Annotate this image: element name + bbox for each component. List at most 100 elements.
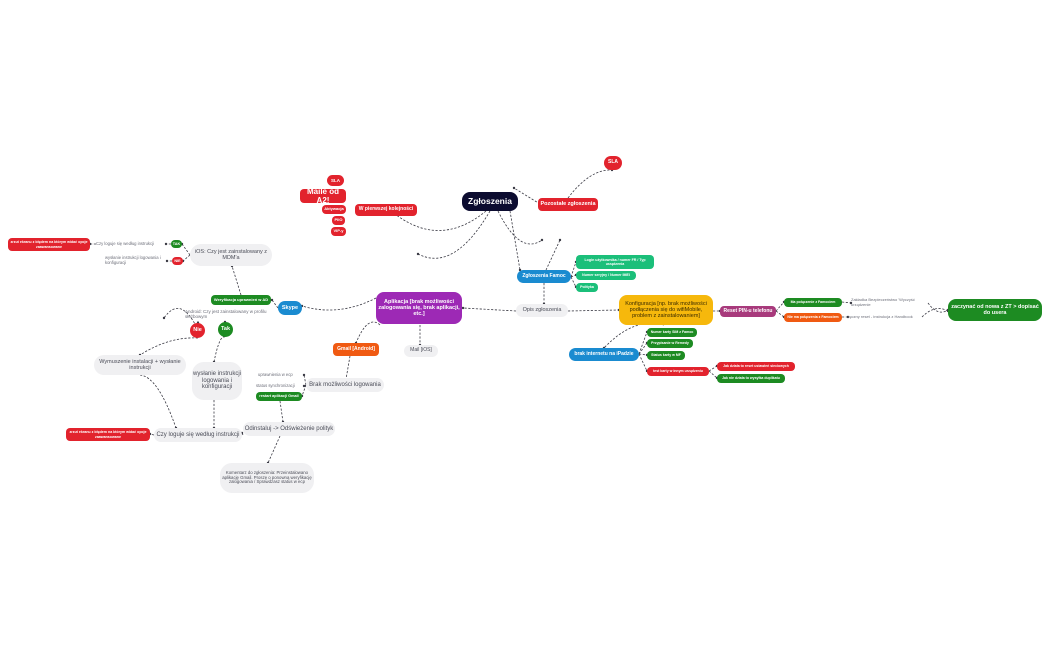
node-jak-nie-dziala[interactable]: Jak nie działa to wysyłka duplikatu xyxy=(717,374,785,383)
node-sla-left[interactable]: SLA xyxy=(327,175,344,186)
connector-line xyxy=(708,365,718,372)
connector-line xyxy=(213,336,226,363)
node-komentarz[interactable]: Komentarz do zgłoszenia: Przeinstalowano… xyxy=(220,463,314,493)
connector-dot xyxy=(162,316,166,320)
node-zaczynac[interactable]: zaczynać od nowa z ZT > dopisać do usera xyxy=(948,299,1042,321)
node-tak-small[interactable]: TAK xyxy=(171,240,182,248)
connector-dot xyxy=(164,242,168,246)
node-nie-big[interactable]: Nie xyxy=(190,323,205,338)
connector-line xyxy=(231,265,242,296)
node-konfiguracja[interactable]: Konfiguracja [np. brak możliwości podłąc… xyxy=(619,295,713,325)
node-czy-loguje-bottom[interactable]: Czy loguje się według instrukcji xyxy=(154,428,242,442)
connector-dot xyxy=(165,259,169,263)
connector-line xyxy=(181,243,191,256)
node-pozostale[interactable]: Pozostałe zgłoszenia xyxy=(538,198,598,211)
node-maile-a2[interactable]: Maile od A2! xyxy=(300,189,346,203)
connector-line xyxy=(417,210,491,259)
node-weryfikacja[interactable]: Weryfikacja uprawnień w AD xyxy=(211,295,271,305)
connector-line xyxy=(355,321,381,344)
connector-dot xyxy=(302,373,306,377)
node-uprawnienia[interactable]: uprawnienia w ecp xyxy=(258,371,293,377)
node-skype[interactable]: Skype xyxy=(278,301,302,315)
node-reczny-reset[interactable]: ręczny reset - instrukcja z Handbook xyxy=(848,313,913,319)
connector-dot xyxy=(846,315,850,319)
connector-line xyxy=(708,370,718,379)
connector-line xyxy=(570,261,577,278)
node-restart-gmail[interactable]: restart aplikacji Gmail xyxy=(256,392,302,401)
node-w-pierwszej[interactable]: W pierwszej kolejności xyxy=(355,204,417,216)
node-przypisanie[interactable]: Przypisanie w Remedy xyxy=(647,339,693,348)
node-wyslanie-mid[interactable]: wysłanie instrukcji logowania i konfigur… xyxy=(192,362,242,400)
node-wyslanie-top[interactable]: wysłanie instrukcji logowania i konfigur… xyxy=(105,255,161,265)
node-brak-logowania[interactable]: Brak możliwości logowania xyxy=(306,378,384,392)
connector-line xyxy=(513,187,541,205)
node-status-karty[interactable]: Status karty w MF xyxy=(647,351,685,360)
node-odinstaluj[interactable]: Odinstaluj -> Odświeżenie polityk xyxy=(243,422,335,436)
node-ios-question[interactable]: iOS: Czy jest zainstalowany z MDM'a xyxy=(190,244,272,266)
connector-line xyxy=(149,433,155,436)
node-wymuszenie[interactable]: Wymuszenie instalacji + wysłanie instruk… xyxy=(94,355,186,375)
node-ma-polaczenie[interactable]: Ma połączenie z Famociem xyxy=(784,298,842,307)
connector-line xyxy=(570,276,577,288)
connector-dot xyxy=(558,238,562,242)
node-vip[interactable]: VIP-y xyxy=(331,227,346,236)
node-reset-pin[interactable]: Reset PIN-u telefonu xyxy=(720,306,776,317)
node-zrzut-bottom[interactable]: zrzut ekranu z błędem na którym widać op… xyxy=(66,428,150,441)
connector-dot xyxy=(461,306,465,310)
connector-line xyxy=(841,301,852,304)
connector-line xyxy=(301,384,307,397)
node-czy-loguje-top[interactable]: Czy loguje się według instrukcji xyxy=(96,241,154,247)
node-polityka[interactable]: Polityka xyxy=(576,283,598,292)
connector-line xyxy=(567,309,620,312)
node-nie-ma-polaczenia[interactable]: Nie ma połączenia z Famociem xyxy=(784,313,842,322)
connector-line xyxy=(638,342,648,355)
connector-line xyxy=(279,400,284,423)
node-aktywacja[interactable]: Aktywacja xyxy=(322,205,346,214)
node-zgloszenia-famoc[interactable]: Zgłoszenia Famoc xyxy=(517,270,571,283)
connector-dot xyxy=(540,238,544,242)
connector-line xyxy=(921,308,949,318)
node-zgloszenia[interactable]: Zgłoszenia xyxy=(462,192,518,211)
connector-line xyxy=(301,297,377,311)
node-tak-big[interactable]: Tak xyxy=(218,322,233,337)
connector-line xyxy=(389,209,487,231)
connector-dot xyxy=(512,186,516,190)
connector-dot xyxy=(270,298,274,302)
connector-line xyxy=(545,239,561,271)
node-login-uzytkownika[interactable]: Login użytkownika / numer FR / Typ urząd… xyxy=(576,255,654,269)
node-status-sync[interactable]: status synchronizacji xyxy=(256,382,295,388)
node-numer-seryjny[interactable]: Numer seryjny / Numer IMEI xyxy=(576,271,636,280)
node-brak-internetu[interactable]: brak internetu na iPadzie xyxy=(569,348,639,361)
connector-line xyxy=(638,331,648,355)
node-zakladka[interactable]: Zakładka Bezpieczeństwo 'Wyczyść urządze… xyxy=(851,297,915,307)
connector-line xyxy=(567,169,613,199)
node-mail-ios[interactable]: Mail [iOS] xyxy=(404,345,438,357)
connector-line xyxy=(139,337,199,356)
node-piio[interactable]: PIIO xyxy=(332,216,345,225)
connector-dot xyxy=(416,252,420,256)
connector-dot xyxy=(849,301,853,305)
connector-line xyxy=(775,310,785,318)
connector-line xyxy=(927,302,949,313)
connector-line xyxy=(497,210,543,245)
node-android-question[interactable]: Android: Czy jest zainstalowany w profil… xyxy=(185,308,267,319)
connector-line xyxy=(509,210,521,271)
node-gmail-android[interactable]: Gmail [Android] xyxy=(333,343,379,356)
connector-line xyxy=(462,307,517,312)
node-zrzut-top[interactable]: zrzut ekranu z błędem na którym widać op… xyxy=(8,238,90,251)
node-sla-top[interactable]: SLA xyxy=(604,156,622,170)
node-nie-small[interactable]: NIE xyxy=(172,257,183,265)
node-jak-dziala[interactable]: Jak działa to reset ustawień sieciowych xyxy=(717,362,795,371)
connector-line xyxy=(139,374,177,429)
connector-line xyxy=(775,301,785,312)
node-numer-karty[interactable]: Numer karty SIM z Famoc xyxy=(647,328,697,337)
node-aplikacja[interactable]: Aplikacja [brak możliwości zalogowania s… xyxy=(376,292,462,324)
node-test-karty[interactable]: test karty w innym urządzeniu xyxy=(647,367,709,376)
connector-line xyxy=(182,254,191,262)
connector-line xyxy=(638,353,648,356)
connector-dot xyxy=(302,384,306,388)
node-opis-zgloszenia[interactable]: Opis zgłoszenia xyxy=(516,304,568,317)
connector-line xyxy=(267,435,281,464)
connector-line xyxy=(638,353,648,372)
